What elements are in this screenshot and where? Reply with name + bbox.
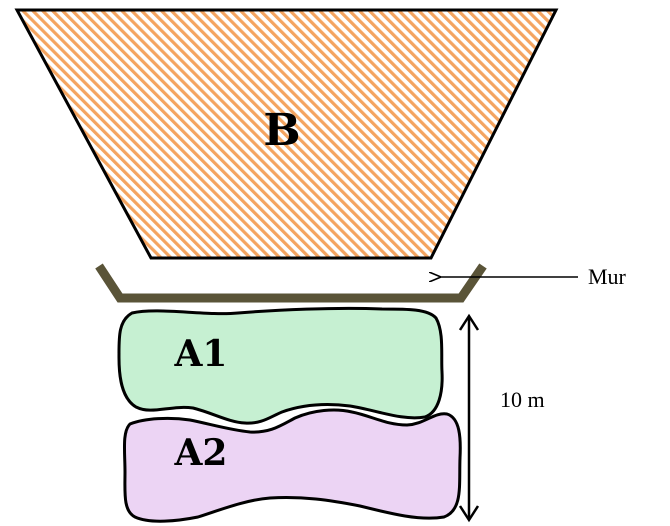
distance-indicator: 10 m [458, 313, 545, 523]
region-a1: A1 [117, 306, 444, 425]
region-b-label: B [263, 105, 300, 156]
region-a2: A2 [122, 408, 462, 523]
wall-label: Mur [588, 264, 627, 289]
region-b: B [14, 8, 559, 260]
distance-arrow-head-top [458, 313, 480, 331]
wall-line [95, 263, 487, 303]
distance-label: 10 m [500, 387, 545, 412]
region-a2-label: A2 [174, 432, 228, 474]
region-a1-label: A1 [174, 333, 228, 375]
region-a1-shape [117, 306, 444, 425]
region-b-shape [14, 8, 559, 260]
region-a2-shape [122, 408, 462, 523]
wall: Mur [95, 263, 627, 303]
distance-arrow-head-bottom [458, 505, 480, 523]
